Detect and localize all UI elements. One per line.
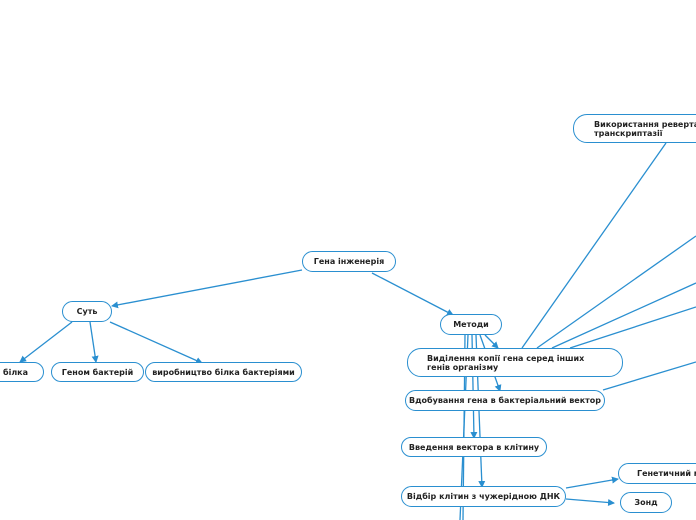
node-root[interactable]: Гена інженерія	[302, 251, 396, 272]
node-genome[interactable]: Геном бактерій	[51, 362, 144, 382]
node-protein-label: и білка	[0, 367, 28, 377]
node-protein[interactable]: и білка	[0, 362, 44, 382]
node-introduction[interactable]: Введення вектора в клітину	[401, 437, 547, 457]
node-essence-label: Суть	[76, 307, 98, 316]
node-reverse[interactable]: Використання ревертази-транскриптазії	[573, 114, 696, 143]
node-production[interactable]: виробництво білка бактеріями	[145, 362, 302, 382]
link-isolation-offscreen-3	[569, 306, 696, 349]
node-methods[interactable]: Методи	[440, 314, 502, 335]
link-isolation-reverse	[521, 142, 667, 349]
node-reverse-label: Використання ревертази-транскриптазії	[594, 119, 696, 138]
link-selection-probe	[565, 498, 615, 506]
link-essence-genome	[89, 321, 99, 363]
node-probe-label: Зонд	[634, 498, 658, 507]
node-genome-label: Геном бактерій	[61, 367, 134, 377]
link-selection-marker	[565, 476, 619, 489]
node-insertion[interactable]: Вдобування гена в бактеріальний вектор	[405, 390, 605, 411]
link-isolation-offscreen-2	[551, 282, 696, 349]
node-production-label: виробництво білка бактеріями	[152, 367, 295, 377]
link-essence-protein	[19, 321, 73, 363]
node-root-label: Гена інженерія	[313, 257, 385, 266]
node-probe[interactable]: Зонд	[620, 492, 672, 513]
link-isolation-offscreen-1	[536, 235, 696, 349]
node-isolation[interactable]: Виділення копії гена серед інших генів о…	[407, 348, 623, 377]
node-isolation-label: Виділення копії гена серед інших генів о…	[427, 353, 585, 372]
node-insertion-label: Вдобування гена в бактеріальний вектор	[408, 396, 602, 405]
link-root-essence	[111, 269, 303, 309]
node-selection[interactable]: Відбір клітин з чужерідною ДНК	[401, 486, 566, 507]
link-essence-production	[109, 321, 203, 364]
node-introduction-label: Введення вектора в клітину	[408, 442, 540, 452]
link-insertion-offscreen	[602, 361, 696, 391]
link-root-methods	[371, 272, 454, 316]
link-methods-isolation	[484, 334, 499, 349]
node-marker-label: Генетичний мар	[637, 469, 696, 478]
node-marker[interactable]: Генетичний мар	[618, 463, 696, 484]
node-methods-label: Методи	[453, 320, 489, 329]
node-essence[interactable]: Суть	[62, 301, 112, 322]
node-selection-label: Відбір клітин з чужерідною ДНК	[406, 492, 561, 501]
